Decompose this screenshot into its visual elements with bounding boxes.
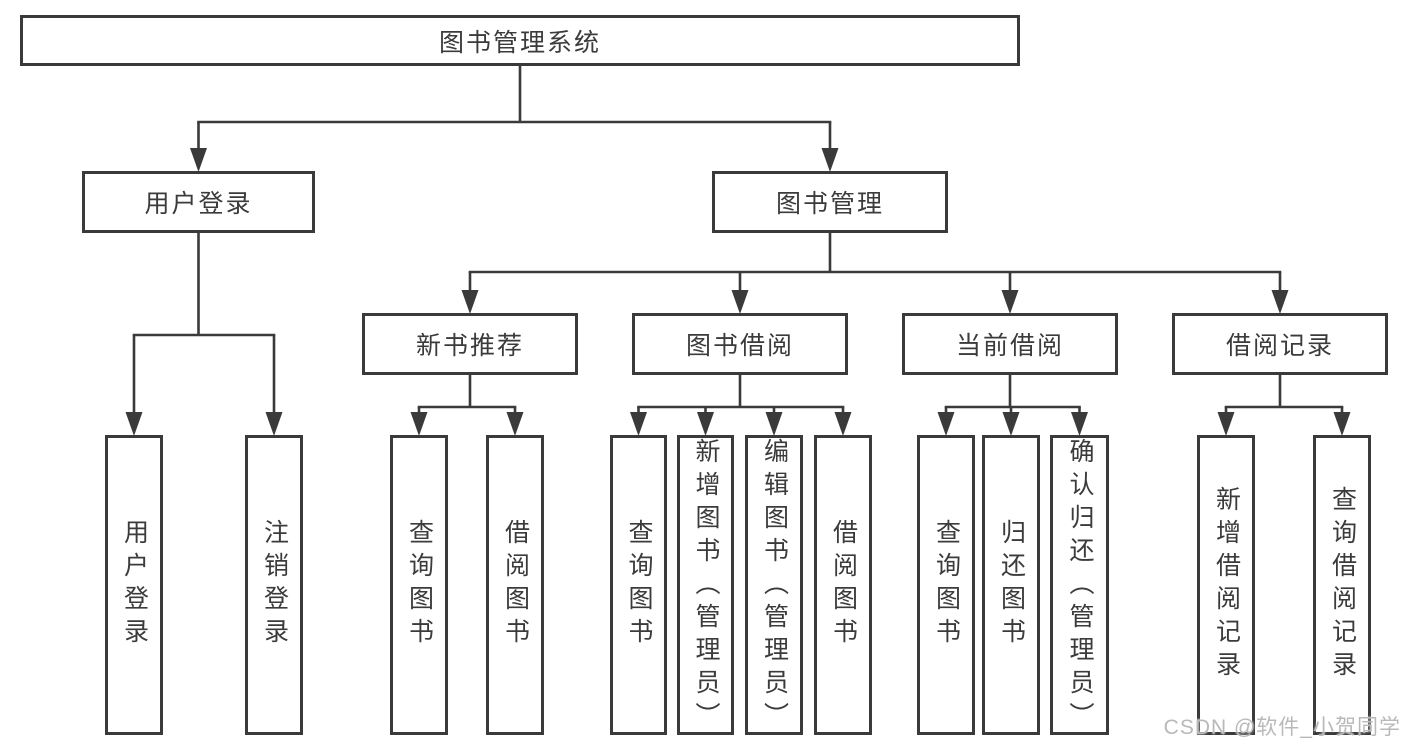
node-label-leaf-add-book-admin: 新增图书（管理员）: [692, 438, 720, 735]
arrow-down-icon: [461, 290, 479, 314]
node-label-leaf-query-books-borrow: 查询图书: [625, 519, 653, 651]
node-label-leaf-logout: 注销登录: [260, 519, 289, 651]
node-leaf-borrow-books-borrow: 借阅图书: [814, 435, 872, 735]
arrow-down-icon: [1002, 412, 1020, 436]
node-label-leaf-confirm-return-admin: 确认归还（管理员）: [1066, 438, 1094, 735]
node-label-leaf-query-books-current: 查询图书: [932, 519, 961, 651]
node-leaf-user-login: 用户登录: [105, 435, 163, 735]
connector-group-borrow-records: [1217, 375, 1351, 436]
node-label-current-borrow: 当前借阅: [955, 332, 1064, 360]
arrow-down-icon: [821, 148, 839, 172]
node-label-book-borrow: 图书借阅: [685, 332, 794, 360]
node-leaf-borrow-books-recommend: 借阅图书: [486, 435, 544, 735]
node-leaf-query-books-recommend: 查询图书: [390, 435, 448, 735]
node-label-leaf-query-borrow-record: 查询借阅记录: [1328, 486, 1357, 684]
connector-group-current-borrow: [937, 375, 1088, 436]
node-leaf-query-borrow-record: 查询借阅记录: [1313, 435, 1371, 735]
node-label-leaf-query-books-recommend: 查询图书: [405, 519, 434, 651]
node-leaf-edit-book-admin: 编辑图书（管理员）: [745, 435, 803, 735]
arrow-down-icon: [697, 412, 714, 436]
watermark: CSDN @软件_小贺同学: [1163, 716, 1401, 739]
connector-group-book-borrow: [630, 375, 852, 436]
node-leaf-confirm-return-admin: 确认归还（管理员）: [1050, 435, 1109, 735]
arrow-down-icon: [765, 412, 783, 436]
node-label-root: 图书管理系统: [438, 28, 601, 57]
arrow-down-icon: [834, 412, 852, 436]
arrow-down-icon: [731, 290, 749, 314]
node-borrow-records: 借阅记录: [1172, 313, 1388, 375]
arrow-down-icon: [1217, 412, 1235, 436]
node-leaf-query-books-borrow: 查询图书: [610, 435, 667, 735]
arrow-down-icon: [1333, 412, 1351, 436]
arrow-down-icon: [630, 412, 647, 436]
arrow-down-icon: [1271, 290, 1289, 314]
node-label-leaf-return-books: 归还图书: [997, 519, 1026, 651]
node-user-login: 用户登录: [82, 171, 315, 233]
connector-group-new-book-recommend: [410, 375, 524, 436]
node-leaf-add-book-admin: 新增图书（管理员）: [677, 435, 734, 735]
node-new-book-recommend: 新书推荐: [362, 313, 578, 375]
arrow-down-icon: [937, 412, 955, 436]
node-leaf-logout: 注销登录: [245, 435, 303, 735]
arrow-down-icon: [265, 412, 283, 436]
node-label-new-book-recommend: 新书推荐: [415, 332, 524, 360]
connector-group-user-login: [125, 233, 283, 436]
arrow-down-icon: [410, 412, 428, 436]
node-current-borrow: 当前借阅: [902, 313, 1118, 375]
connector-group-book-management: [461, 233, 1289, 314]
arrow-down-icon: [506, 412, 524, 436]
node-leaf-add-borrow-record: 新增借阅记录: [1197, 435, 1255, 735]
node-label-borrow-records: 借阅记录: [1225, 332, 1334, 360]
arrow-down-icon: [190, 148, 207, 172]
connector-group-root: [190, 66, 839, 172]
node-book-borrow: 图书借阅: [632, 313, 848, 375]
node-leaf-query-books-current: 查询图书: [917, 435, 975, 735]
node-label-book-management: 图书管理: [775, 190, 884, 218]
arrow-down-icon: [125, 412, 143, 436]
arrow-down-icon: [1001, 290, 1019, 314]
arrow-down-icon: [1071, 412, 1088, 436]
node-root: 图书管理系统: [20, 15, 1020, 66]
node-label-leaf-edit-book-admin: 编辑图书（管理员）: [760, 438, 789, 735]
node-label-leaf-user-login: 用户登录: [120, 519, 149, 651]
node-label-leaf-borrow-books-recommend: 借阅图书: [501, 519, 530, 651]
node-book-management: 图书管理: [712, 171, 948, 233]
node-leaf-return-books: 归还图书: [982, 435, 1040, 735]
node-label-user-login: 用户登录: [144, 190, 253, 218]
node-label-leaf-add-borrow-record: 新增借阅记录: [1212, 486, 1241, 684]
node-label-leaf-borrow-books-borrow: 借阅图书: [829, 519, 858, 651]
